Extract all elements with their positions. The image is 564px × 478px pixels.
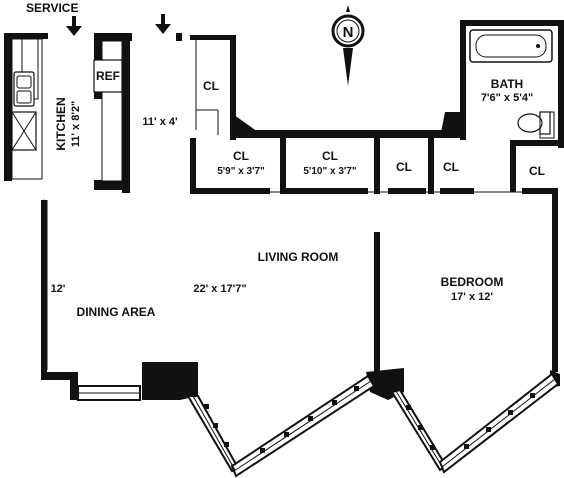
living-room-dimensions: 22' x 17'7" — [193, 283, 246, 295]
foyer-dimensions: 11' x 4' — [142, 116, 178, 128]
walls — [4, 20, 564, 400]
closet-b-label: CL — [322, 149, 338, 163]
living-room-name: LIVING ROOM — [258, 250, 339, 264]
door-lines — [46, 40, 522, 370]
closet-b-dimensions: 5'10" x 3'7" — [303, 166, 356, 177]
bedroom-name: BEDROOM — [441, 275, 504, 289]
bedroom-dimensions: 17' x 12' — [451, 291, 493, 303]
kitchen-dimensions: 11' x 8'2" — [70, 101, 82, 148]
closet-foyer-label: CL — [203, 79, 219, 93]
closet-d-label: CL — [443, 160, 459, 174]
sink-icon — [13, 71, 35, 107]
compass-letter: N — [343, 24, 354, 41]
entry-arrow-icon — [155, 14, 171, 34]
closet-e-label: CL — [529, 164, 545, 178]
stove-icon — [11, 111, 37, 151]
window-mullions — [204, 386, 535, 453]
service-label: SERVICE — [26, 1, 78, 15]
dining-dimension: 12' — [51, 283, 66, 295]
kitchen-name: KITCHEN — [54, 97, 68, 150]
closet-a-label: CL — [233, 149, 249, 163]
entry-arrow-icon — [66, 16, 82, 36]
closet-a-dimensions: 5'9" x 3'7" — [217, 166, 265, 177]
north-compass-icon: N — [331, 5, 365, 86]
window-bay-bedroom — [390, 372, 560, 474]
ref-label: REF — [96, 69, 120, 83]
window-bay-living — [77, 374, 376, 478]
sink-basin-icon — [539, 111, 555, 139]
closet-c-label: CL — [396, 160, 412, 174]
refrigerator: REF — [93, 40, 123, 182]
toilet-icon — [517, 111, 551, 135]
dining-dimension-arrow — [41, 199, 47, 375]
kitchen-counter — [11, 38, 43, 180]
dining-area-name: DINING AREA — [77, 305, 156, 319]
bathtub-icon — [469, 29, 553, 63]
bath-dimensions: 7'6" x 5'4" — [481, 92, 533, 104]
bath-name: BATH — [491, 77, 523, 91]
